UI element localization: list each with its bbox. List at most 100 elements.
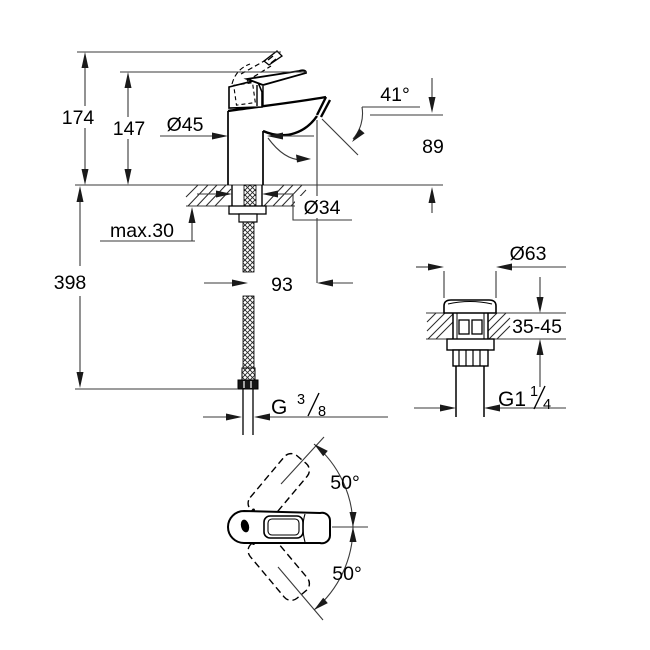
- drain-flange-body: [452, 313, 489, 339]
- arrowhead-down: [428, 97, 436, 113]
- dim-deck-range: 35-45: [512, 277, 562, 387]
- faucet-body: [227, 95, 332, 185]
- mounting-shank: [231, 185, 263, 206]
- arrowhead-up: [188, 207, 196, 223]
- drain-locknut: [446, 338, 495, 351]
- drain-deck-hatching: [426, 312, 511, 340]
- dim-spout-height: 89: [422, 78, 444, 213]
- dim-body-diameter-label: Ø45: [167, 114, 204, 136]
- thread-denominator-label: 8: [318, 404, 326, 420]
- fraction-slash: [307, 392, 320, 417]
- arrowhead-up: [76, 186, 84, 202]
- dim-spout-height-label: 89: [422, 136, 444, 158]
- flow-arrowhead: [296, 154, 311, 163]
- raised-handle-tip-hatch: [267, 55, 277, 64]
- handle-logo-mark: [240, 519, 250, 533]
- arrowhead-up: [536, 339, 544, 355]
- swing-diagonal-upper: [280, 436, 325, 485]
- arrowhead-right: [216, 190, 232, 198]
- mounting-and-hose: [228, 184, 267, 435]
- thread-base-label: G: [271, 396, 287, 419]
- cartridge-dashed-detail: [233, 82, 256, 106]
- label-backdrop: [43, 266, 98, 291]
- dim-swing-upper-label: 50°: [330, 472, 360, 494]
- dim-hole-diameter-label: Ø34: [304, 197, 341, 219]
- dim-total-height-label: 174: [62, 107, 95, 129]
- drain-collar: [452, 349, 489, 367]
- arrowhead-down: [536, 297, 544, 313]
- spout-top-edge: [227, 95, 327, 113]
- drain-valve-view: Ø63 35-45 G1 1 4: [414, 243, 566, 417]
- spray-angle-annotation: 41°: [267, 84, 420, 163]
- hose-fitting-top: [238, 213, 258, 223]
- waste-thread-numerator-label: 1: [530, 384, 538, 400]
- arrowhead-left: [262, 190, 278, 198]
- raised-handle-tip: [262, 50, 284, 66]
- dim-spout-reach-label: 93: [271, 274, 293, 296]
- dim-supply-thread: G 3 8: [203, 392, 388, 421]
- dim-flange-diameter: Ø63: [416, 243, 566, 298]
- flex-hose-lower: [242, 295, 255, 369]
- dim-handle-height-label: 147: [113, 118, 146, 140]
- spout-end-cut: [315, 96, 328, 116]
- handle-grip-line: [302, 513, 306, 543]
- arrowhead-up: [428, 187, 436, 203]
- label-backdrop: [295, 196, 351, 218]
- arrowhead-left: [254, 413, 270, 421]
- drain-tailpipe: [455, 366, 485, 417]
- threaded-rod: [243, 184, 257, 207]
- drain-cap: [443, 299, 497, 314]
- arc-arrowhead-top: [314, 444, 328, 457]
- arrowhead-right: [212, 132, 228, 140]
- spray-direction-line: [321, 118, 359, 156]
- flex-hose-upper: [242, 221, 255, 273]
- connection-pipe: [242, 389, 254, 435]
- handle-lever: [243, 69, 307, 86]
- dim-hose-length: 398: [43, 186, 98, 388]
- arrowhead-right: [226, 413, 242, 421]
- arrowhead-up: [124, 72, 132, 88]
- label-backdrop: [105, 118, 153, 139]
- handle-recess-inner: [267, 518, 300, 536]
- handle-pin-dot-top: [252, 508, 255, 512]
- arrowhead-right: [428, 263, 444, 271]
- arrowhead-left: [496, 263, 512, 271]
- dim-body-diameter: Ø45: [160, 114, 314, 140]
- handle-pin-dot-bottom: [252, 542, 255, 545]
- handle-neck: [256, 85, 264, 107]
- arc-arrowhead-center-lower: [349, 527, 357, 542]
- arc-arrowhead-bottom: [314, 597, 328, 610]
- dim-handle-height: 147: [105, 72, 153, 185]
- drain-window-left: [458, 319, 470, 335]
- arrowhead-down: [76, 372, 84, 388]
- drain-cap-dome-line: [447, 301, 493, 305]
- arrowhead-left: [267, 132, 283, 140]
- handle-top-view: 50° 50°: [227, 436, 368, 621]
- dim-deck-thickness-label: max.30: [110, 220, 174, 242]
- raised-handle-dashed-arc: [231, 63, 251, 85]
- faucet-side-view: 41° 174 147 Ø45: [43, 50, 444, 435]
- hose-crimp: [241, 367, 256, 381]
- dim-spray-angle-label: 41°: [380, 84, 410, 106]
- waste-thread-base-label: G1: [498, 388, 526, 411]
- arrowhead-right: [232, 279, 248, 287]
- thread-numerator-label: 3: [297, 392, 305, 408]
- base-flange: [228, 205, 267, 215]
- arrowhead-left: [317, 279, 333, 287]
- drain-window-right: [471, 319, 483, 335]
- dim-deck-thickness: max.30: [100, 207, 196, 242]
- faucet-handle: [228, 50, 307, 109]
- angle-arc-arrowhead: [352, 128, 365, 142]
- dim-swing-lower-label: 50°: [332, 563, 362, 585]
- angle-arc: [352, 106, 364, 140]
- label-backdrop: [54, 106, 103, 128]
- aerator: [319, 99, 332, 118]
- dim-spout-reach: 93: [204, 274, 353, 296]
- arc-arrowhead-center-upper: [349, 512, 357, 527]
- arrowhead-left: [484, 404, 500, 412]
- counter-section: [75, 184, 443, 207]
- hose-nut: [237, 379, 259, 390]
- dim-flange-diameter-label: Ø63: [510, 243, 547, 265]
